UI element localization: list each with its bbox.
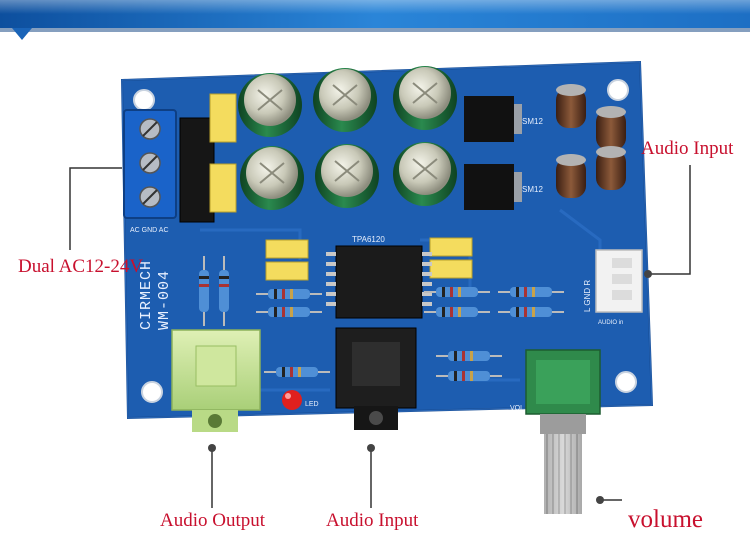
mounting-hole (133, 79, 637, 403)
connector-pins: L GND R (583, 280, 592, 312)
film-capacitor (209, 93, 237, 213)
led: LED (282, 390, 319, 410)
regulator-label: SM12 (522, 117, 543, 126)
svg-text:WM-004: WM-004 (156, 270, 173, 330)
callout-dots (208, 270, 652, 504)
volume-label: volume (628, 506, 703, 533)
led-label: LED (305, 401, 319, 408)
audio-input-right-label: Audio Input (641, 138, 734, 159)
audio-output-label: Audio Output (160, 510, 266, 531)
screw-terminal: AC GND AC (123, 109, 177, 234)
audio-input-jack (335, 327, 417, 430)
connector-name: AUDIO in (598, 320, 623, 326)
regulator-label: SM12 (522, 185, 543, 194)
film-capacitor (265, 237, 473, 281)
svg-text:CIRMECH: CIRMECH (138, 260, 155, 330)
vol-label: VOL (510, 405, 524, 412)
small-capacitors (556, 84, 626, 198)
volume-potentiometer: VOL (510, 349, 601, 514)
resistors (199, 256, 564, 381)
terminal-silkscreen: AC GND AC (130, 227, 169, 234)
chip-label: TPA6120 (352, 235, 385, 244)
header-banner (0, 0, 750, 40)
audio-input-bottom-label: Audio Input (326, 510, 419, 531)
electrolytic-capacitors (238, 66, 457, 210)
power-input-label: Dual AC12-24V (18, 256, 144, 277)
brand-silkscreen: CIRMECH WM-004 (138, 260, 173, 330)
rectifier-block (179, 117, 215, 223)
audio-output-jack (171, 329, 261, 432)
amplifier-chip: TPA6120 (326, 235, 432, 319)
audio-input-connector: L GND R AUDIO in (583, 249, 643, 326)
voltage-regulator: SM12 SM12 (464, 96, 543, 210)
